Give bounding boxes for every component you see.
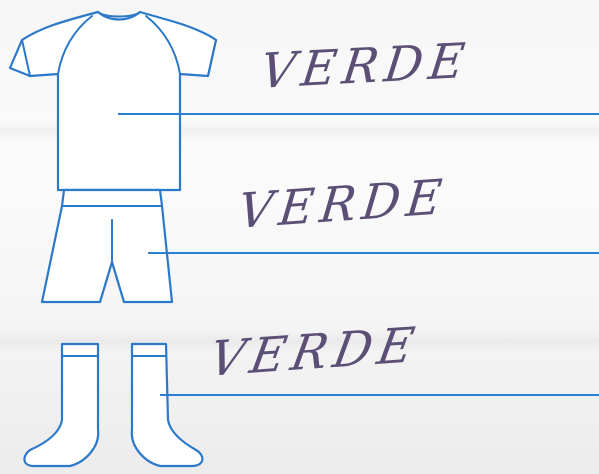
answer-line — [118, 113, 599, 115]
answer-handwriting-3[interactable]: VERDE — [206, 321, 423, 384]
answer-handwriting-2[interactable]: VERDE — [236, 173, 450, 236]
answer-handwriting-1[interactable]: VERDE — [258, 37, 473, 96]
answer-line — [148, 252, 599, 254]
answer-line — [160, 394, 599, 396]
